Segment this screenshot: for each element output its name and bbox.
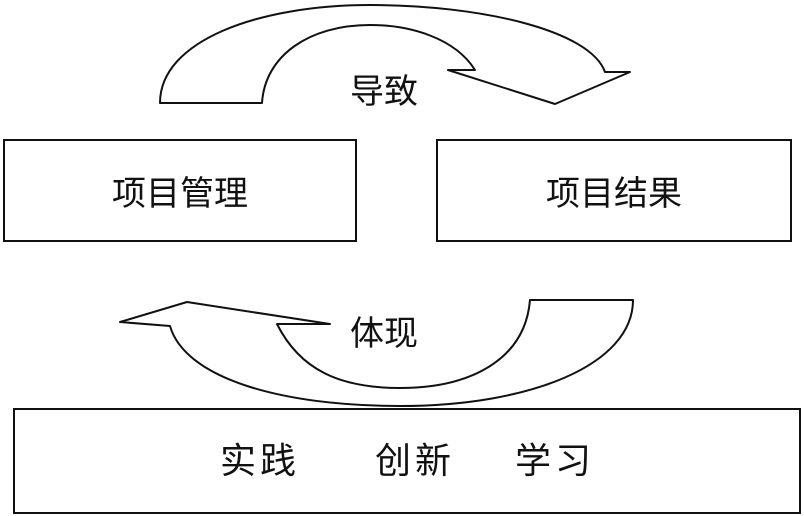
project-management-box: 项目管理	[3, 139, 357, 242]
innovation-label: 创新	[375, 441, 456, 482]
practice-innovation-learning-box: 实践 创新 学习	[13, 408, 801, 514]
top-arrow-label: 导致	[350, 72, 418, 112]
learning-label: 学习	[515, 441, 596, 482]
project-results-label: 项目结果	[546, 174, 682, 214]
project-management-label: 项目管理	[112, 174, 248, 214]
project-results-box: 项目结果	[436, 139, 792, 242]
bottom-curved-arrow	[119, 299, 634, 407]
top-curved-arrow	[159, 4, 631, 105]
bottom-arrow-label: 体现	[350, 314, 418, 354]
practice-label: 实践	[220, 441, 301, 482]
